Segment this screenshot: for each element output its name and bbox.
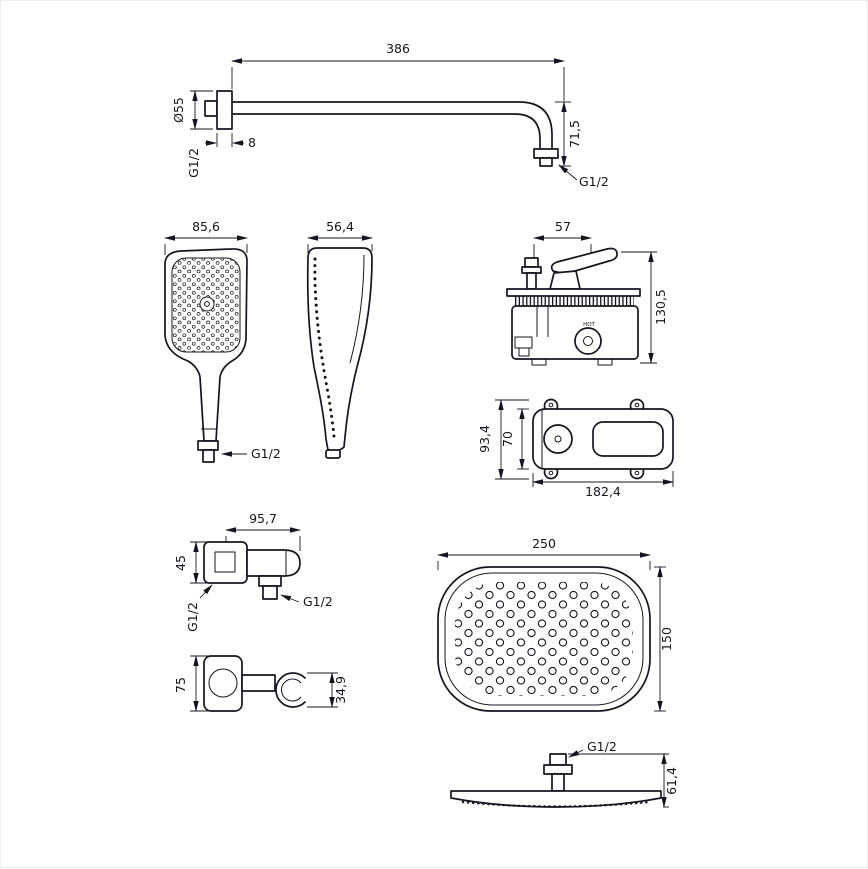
hand-shower-side-nozzle-row [313, 257, 336, 439]
elbow-outlet-nut [258, 575, 282, 587]
mixer-trim-plate [506, 288, 641, 297]
dim-arm-flange-thickness: 8 [248, 135, 256, 150]
head-shower-nozzle-row [461, 800, 651, 808]
dim-arm-length: 386 [386, 41, 410, 56]
dim-head-height: 61,4 [664, 767, 679, 795]
dim-head-depth: 150 [659, 627, 674, 651]
label-head-thread: G1/2 [587, 739, 617, 754]
hand-shower-side-inlet [325, 449, 341, 459]
wall-elbow-view: 95,7 45 G1/2 G1/2 [173, 511, 333, 632]
dim-holder-hook-depth: 34,9 [333, 676, 348, 704]
mixer-valve-front-view: 57 HOT 130,5 [506, 219, 668, 366]
dim-hand-width: 85,6 [192, 219, 220, 234]
dim-mixer-width: 57 [555, 219, 571, 234]
head-inlet-stem [551, 773, 565, 792]
dim-head-width: 250 [532, 536, 556, 551]
mixer-box-plan-view: 93,4 70 182,4 [477, 398, 674, 499]
dim-box-width: 182,4 [585, 484, 621, 499]
dim-box-inner-height: 70 [500, 431, 515, 447]
dim-elbow-width: 95,7 [249, 511, 277, 526]
shower-holder-view: 75 34,9 [173, 655, 348, 712]
arm-end-nut [533, 148, 559, 159]
label-arm-wall-thread: G1/2 [186, 148, 201, 178]
dim-arm-flange-diameter: Ø55 [171, 97, 186, 123]
holder-arm [241, 674, 276, 692]
arm-tube-inner [231, 113, 541, 150]
head-inlet-thread [549, 753, 567, 766]
elbow-body [246, 549, 301, 577]
elbow-outlet-thread [262, 585, 278, 600]
dim-box-overall-height: 93,4 [477, 425, 492, 453]
holder-hook [275, 672, 306, 708]
hand-shower-side-view: 56,4 [306, 219, 373, 459]
mixer-lever-handle [550, 247, 618, 275]
arm-tube-outer [231, 101, 553, 150]
arm-flange [216, 90, 233, 130]
label-elbow-wall-thread: G1/2 [185, 602, 200, 632]
mixer-diverter-knob [524, 257, 539, 268]
head-inlet-nut [543, 764, 573, 775]
shower-arm-view: 386 Ø55 8 71,5 G1/2 G1/2 [171, 41, 609, 189]
arm-wall-nub [204, 100, 218, 117]
label-mixer-hot: HOT [583, 322, 595, 328]
head-shower-top-view: 250 150 [437, 536, 674, 712]
holder-flange [203, 655, 243, 712]
mixer-outlet-port [574, 327, 602, 355]
head-shower-side-profile [450, 790, 662, 808]
hand-shower-center-nozzle [199, 296, 215, 312]
box-cartridge-port [543, 424, 573, 454]
dim-mixer-height: 130,5 [653, 289, 668, 325]
dim-arm-drop: 71,5 [567, 120, 582, 148]
dim-holder-height: 75 [173, 677, 188, 693]
label-elbow-outlet-thread: G1/2 [303, 594, 333, 609]
dim-hand-depth: 56,4 [326, 219, 354, 234]
head-shower-nozzle-field [455, 582, 633, 696]
elbow-flange [203, 541, 248, 584]
label-hand-thread: G1/2 [251, 446, 281, 461]
box-handle-slot [592, 421, 664, 457]
hand-shower-front-view: 85,6 G1/2 [164, 219, 281, 463]
hand-shower-side-profile [306, 247, 373, 452]
hand-shower-inlet-nut [197, 440, 219, 451]
head-shower-side-view: G1/2 61,4 [450, 739, 679, 808]
arm-end-thread [539, 157, 553, 167]
dim-elbow-height: 45 [173, 555, 188, 571]
label-arm-outlet-thread: G1/2 [579, 174, 609, 189]
hand-shower-inlet-thread [202, 449, 215, 463]
mixer-valve-body [511, 305, 639, 360]
